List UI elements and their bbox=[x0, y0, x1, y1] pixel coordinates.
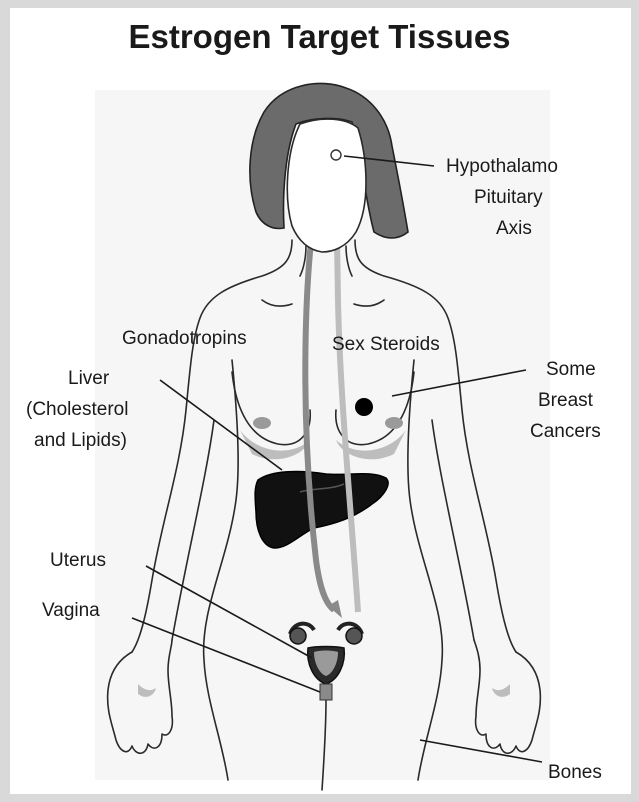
hpa-label-line2: Pituitary bbox=[474, 187, 543, 208]
breast-label-line3: Cancers bbox=[530, 421, 601, 442]
face bbox=[287, 119, 366, 252]
left-nipple bbox=[253, 417, 271, 429]
bones-label: Bones bbox=[548, 762, 602, 783]
hpa-label-line3: Axis bbox=[496, 218, 532, 239]
liver-label-line2: (Cholesterol bbox=[26, 399, 128, 420]
right-nipple bbox=[385, 417, 403, 429]
hpa-label-line1: Hypothalamo bbox=[446, 156, 558, 177]
liver-label-line3: and Lipids) bbox=[34, 430, 127, 451]
vagina bbox=[320, 684, 332, 700]
tumor-dot bbox=[355, 398, 373, 416]
vagina-label: Vagina bbox=[42, 600, 100, 621]
liver-label-line1: Liver bbox=[68, 368, 110, 389]
hypothalamus-marker bbox=[331, 150, 341, 160]
uterus-label: Uterus bbox=[50, 550, 106, 571]
breast-label-line1: Some bbox=[546, 359, 596, 380]
sex-steroids-label: Sex Steroids bbox=[332, 334, 440, 355]
breast-label-line2: Breast bbox=[538, 390, 594, 411]
gonadotropins-label: Gonadotropins bbox=[122, 328, 247, 349]
